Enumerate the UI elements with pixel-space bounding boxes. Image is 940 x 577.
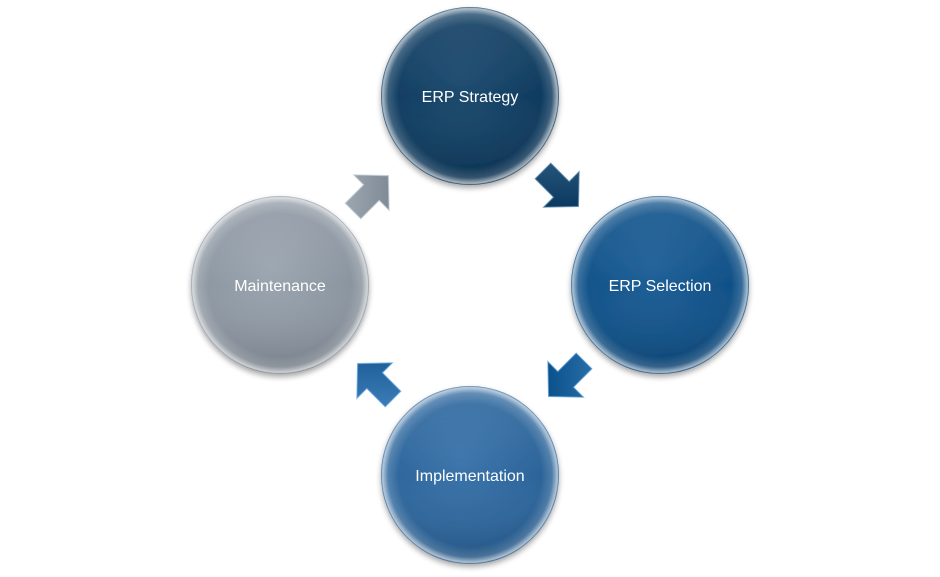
- node-implementation-label: Implementation: [415, 468, 524, 485]
- arrow-implementation-to-maintenance: [356, 362, 402, 408]
- arrows-layer: [344, 162, 593, 408]
- arrow-selection-to-implementation: [547, 352, 593, 398]
- node-strategy: ERP Strategy: [381, 7, 559, 185]
- node-strategy-label: ERP Strategy: [422, 89, 519, 106]
- node-maintenance-label: Maintenance: [234, 278, 326, 295]
- node-selection-label: ERP Selection: [609, 278, 712, 295]
- node-maintenance: Maintenance: [191, 196, 369, 374]
- node-selection: ERP Selection: [571, 196, 749, 374]
- node-implementation: Implementation: [381, 386, 559, 564]
- arrow-strategy-to-selection: [534, 162, 580, 208]
- arrow-maintenance-to-strategy: [344, 174, 390, 220]
